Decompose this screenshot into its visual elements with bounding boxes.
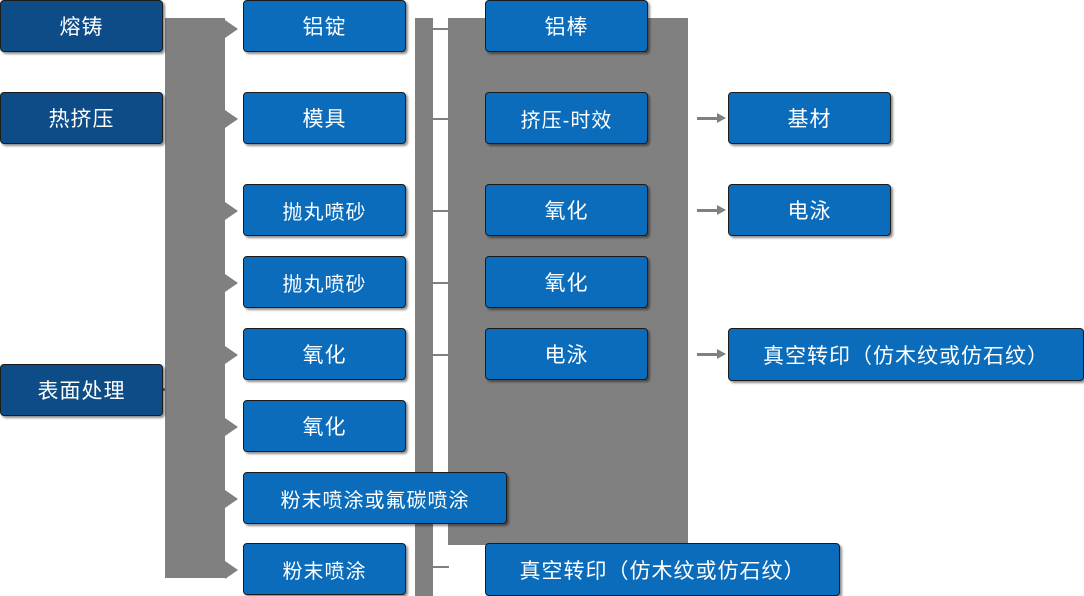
process-label: 铝棒 bbox=[544, 16, 589, 39]
process-label: 粉末喷涂或氟碳喷涂 bbox=[280, 489, 470, 512]
band-arrow-tab bbox=[225, 274, 238, 292]
process-box-die[interactable]: 模具 bbox=[243, 92, 406, 144]
process-box-aluminum-ingot[interactable]: 铝锭 bbox=[243, 0, 406, 52]
process-label: 真空转印（仿木纹或仿石纹） bbox=[519, 559, 806, 583]
process-box-oxidation-1[interactable]: 氧化 bbox=[243, 328, 406, 380]
band-arrow-tab bbox=[225, 110, 238, 128]
process-label: 粉末喷涂 bbox=[282, 560, 367, 583]
process-label: 电泳 bbox=[544, 344, 589, 367]
process-box-inner-vacuum-transfer[interactable]: 真空转印（仿木纹或仿石纹） bbox=[485, 543, 840, 596]
process-box-powder-coating[interactable]: 粉末喷涂 bbox=[243, 543, 406, 595]
stage-box-melt-cast[interactable]: 熔铸 bbox=[0, 0, 163, 52]
bar-bridge-line bbox=[433, 28, 449, 30]
process-label: 氧化 bbox=[302, 416, 347, 439]
output-box-electrophoresis[interactable]: 电泳 bbox=[728, 184, 891, 236]
process-label: 抛丸喷砂 bbox=[282, 201, 367, 224]
process-box-extrusion-aging[interactable]: 挤压-时效 bbox=[485, 92, 648, 144]
process-box-shot-blast-1[interactable]: 抛丸喷砂 bbox=[243, 184, 406, 236]
surface-treatment-stub bbox=[162, 388, 186, 391]
band-arrow-tab bbox=[225, 490, 238, 508]
band-arrow-tab bbox=[225, 202, 238, 220]
narrow-connector-bar bbox=[415, 18, 433, 596]
band-arrow-tab bbox=[225, 20, 238, 38]
stage-label: 熔铸 bbox=[59, 16, 104, 39]
bar-bridge-line bbox=[433, 282, 449, 284]
output-box-substrate[interactable]: 基材 bbox=[728, 92, 891, 144]
output-label: 真空转印（仿木纹或仿石纹） bbox=[763, 344, 1049, 368]
left-connector-band bbox=[165, 18, 225, 578]
process-box-inner-oxidation-2[interactable]: 氧化 bbox=[485, 256, 648, 308]
process-box-oxidation-2[interactable]: 氧化 bbox=[243, 400, 406, 452]
band-arrow-tab bbox=[225, 346, 238, 364]
stage-label: 表面处理 bbox=[37, 380, 126, 403]
band-arrow-tab bbox=[225, 561, 238, 579]
bar-bridge-line bbox=[433, 210, 449, 212]
process-label: 氧化 bbox=[544, 272, 589, 295]
process-label: 氧化 bbox=[302, 344, 347, 367]
stage-box-surface-treatment[interactable]: 表面处理 bbox=[0, 364, 163, 416]
output-box-vacuum-transfer[interactable]: 真空转印（仿木纹或仿石纹） bbox=[728, 328, 1084, 381]
stage-box-hot-extrusion[interactable]: 热挤压 bbox=[0, 92, 163, 144]
process-box-shot-blast-2[interactable]: 抛丸喷砂 bbox=[243, 256, 406, 308]
panel-out-arrow bbox=[697, 349, 726, 359]
process-box-inner-oxidation-1[interactable]: 氧化 bbox=[485, 184, 648, 236]
process-box-powder-or-pvdf[interactable]: 粉末喷涂或氟碳喷涂 bbox=[243, 472, 507, 524]
output-label: 基材 bbox=[787, 108, 832, 131]
process-box-aluminum-bar[interactable]: 铝棒 bbox=[485, 0, 648, 52]
process-label: 挤压-时效 bbox=[520, 109, 613, 132]
process-label: 铝锭 bbox=[302, 16, 347, 39]
process-box-inner-electrophoresis[interactable]: 电泳 bbox=[485, 328, 648, 380]
bar-bridge-line bbox=[433, 118, 449, 120]
panel-out-arrow bbox=[697, 113, 726, 123]
panel-out-arrow bbox=[697, 205, 726, 215]
stage-label: 热挤压 bbox=[48, 108, 115, 131]
bar-bridge-line bbox=[433, 566, 449, 568]
bar-bridge-line bbox=[433, 354, 449, 356]
band-arrow-tab bbox=[225, 418, 238, 436]
process-label: 模具 bbox=[302, 108, 347, 131]
process-label: 抛丸喷砂 bbox=[282, 273, 367, 296]
output-label: 电泳 bbox=[787, 200, 832, 223]
process-label: 氧化 bbox=[544, 200, 589, 223]
